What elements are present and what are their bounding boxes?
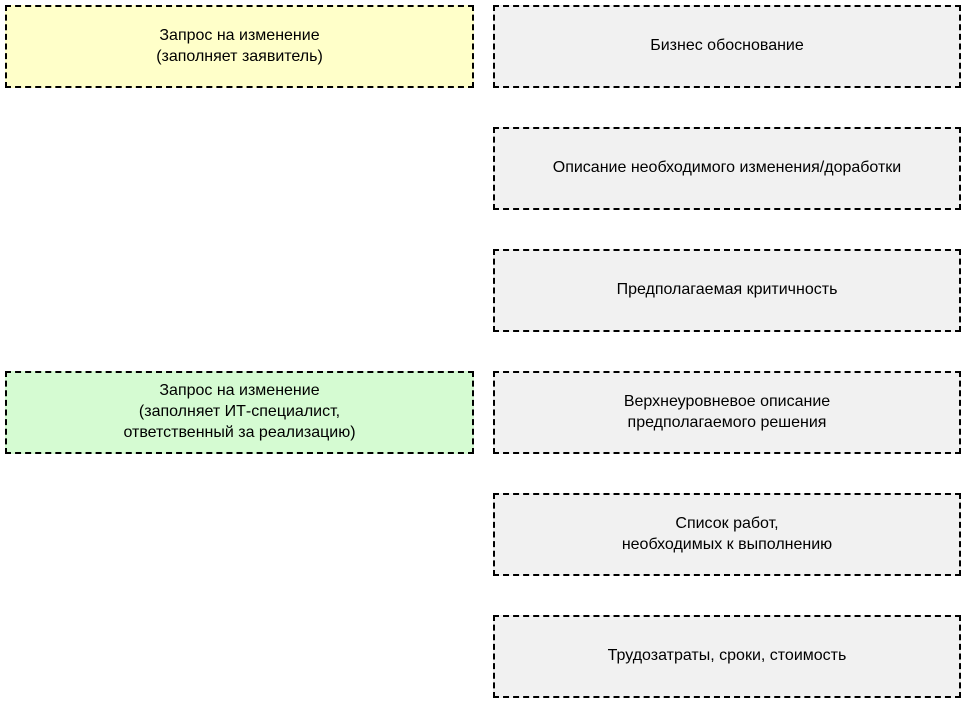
box-business-justification: Бизнес обоснование	[493, 5, 961, 88]
box-change-description: Описание необходимого изменения/доработк…	[493, 127, 961, 210]
box-change-request-it-specialist: Запрос на изменение (заполняет ИТ-специа…	[5, 371, 474, 454]
box-change-description-label: Описание необходимого изменения/доработк…	[552, 159, 902, 177]
box-high-level-solution: Верхнеуровневое описание предполагаемого…	[493, 371, 961, 454]
box-change-request-applicant-label: Запрос на изменение (заполняет заявитель…	[156, 26, 323, 65]
box-business-justification-label: Бизнес обоснование	[650, 37, 804, 55]
box-work-list-label: Список работ, необходимых к выполнению	[621, 514, 833, 553]
box-work-list: Список работ, необходимых к выполнению	[493, 493, 961, 576]
box-expected-criticality: Предполагаемая критичность	[493, 249, 961, 332]
box-effort-time-cost: Трудозатраты, сроки, стоимость	[493, 615, 961, 698]
box-change-request-it-specialist-label: Запрос на изменение (заполняет ИТ-специа…	[123, 382, 356, 441]
box-high-level-solution-label: Верхнеуровневое описание предполагаемого…	[623, 392, 831, 431]
box-change-request-applicant: Запрос на изменение (заполняет заявитель…	[5, 5, 474, 88]
box-expected-criticality-label: Предполагаемая критичность	[616, 281, 838, 299]
box-effort-time-cost-label: Трудозатраты, сроки, стоимость	[607, 647, 847, 665]
